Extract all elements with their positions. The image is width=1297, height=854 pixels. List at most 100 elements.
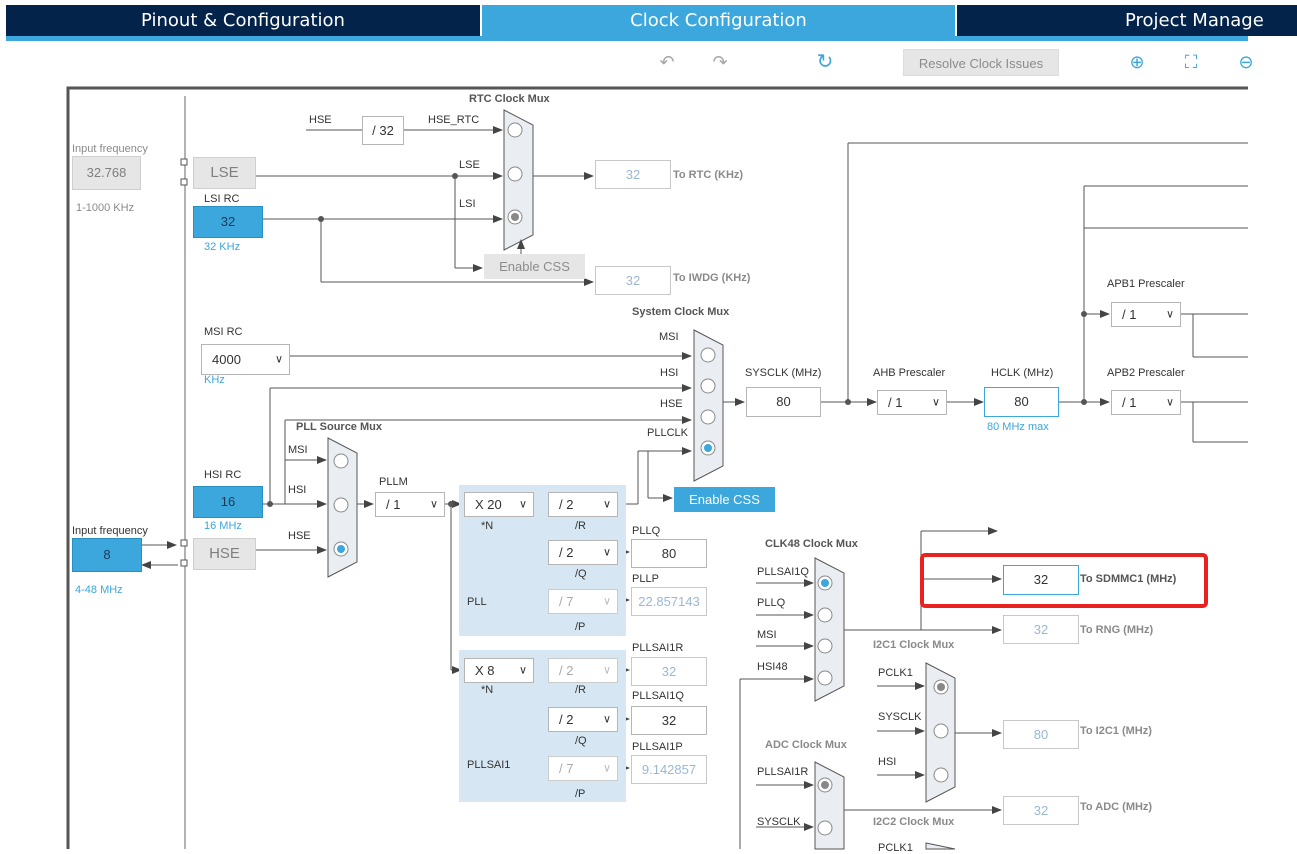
chevron-down-icon: ∨ <box>931 396 940 408</box>
rtc-lse-label: LSE <box>459 159 480 171</box>
pll-p-label: /P <box>575 621 586 633</box>
pll-name-label: PLL <box>467 596 487 608</box>
sysmux-msi-label: MSI <box>659 331 679 343</box>
pll-p-select[interactable]: / 7∨ <box>548 589 618 614</box>
chevron-down-icon: ∨ <box>518 498 527 510</box>
pll-q-label: /Q <box>575 568 587 580</box>
refresh-icon[interactable]: ↻ <box>816 51 834 73</box>
hse-rtc-divider: / 32 <box>362 116 404 145</box>
pllsai1r-field: 32 <box>631 657 707 686</box>
pllsai1-r-select[interactable]: / 2∨ <box>548 658 618 683</box>
pllp-label: PLLP <box>632 573 659 585</box>
pllm-label: PLLM <box>379 476 408 488</box>
apb2-prescaler-label: APB2 Prescaler <box>1107 367 1185 379</box>
pllsai1-r-label: /R <box>575 684 586 696</box>
tab-underline <box>6 36 1248 41</box>
zoom-in-icon[interactable]: ⊕ <box>1129 52 1145 72</box>
lsi-rc-label: LSI RC <box>204 193 240 205</box>
clk48-clock-mux-title: CLK48 Clock Mux <box>765 538 858 550</box>
pll-q-select[interactable]: / 2∨ <box>548 540 618 565</box>
msi-rc-select[interactable]: 4000 ∨ <box>201 344 290 375</box>
pllq-label: PLLQ <box>632 525 661 537</box>
pll-n-label: *N <box>481 520 494 532</box>
rtc-output-field: 32 <box>595 160 671 189</box>
pll-r-label: /R <box>575 520 586 532</box>
lsi-rc-unit: 32 KHz <box>204 241 241 253</box>
lse-range-label: 1-1000 KHz <box>76 202 135 214</box>
sysmux-hsi-label: HSI <box>660 367 679 379</box>
pllsai1-q-select[interactable]: / 2∨ <box>548 707 618 732</box>
sdmmc1-output-field[interactable]: 32 <box>1003 565 1079 595</box>
hsi-rc-label: HSI RC <box>204 469 242 481</box>
tab-bar: Pinout & Configuration Clock Configurati… <box>0 0 1297 42</box>
pllsrc-hsi-label: HSI <box>288 484 307 496</box>
sysclk-label: SYSCLK (MHz) <box>745 367 822 379</box>
undo-icon[interactable]: ↶ <box>659 52 675 72</box>
chevron-down-icon: ∨ <box>518 664 527 676</box>
adc-clock-mux-title: ADC Clock Mux <box>765 739 847 751</box>
clk48-pllsai1q-label: PLLSAI1Q <box>757 566 809 578</box>
ahb-prescaler-value: / 1 <box>888 395 903 410</box>
pll-r-value: / 2 <box>559 497 574 512</box>
to-iwdg-label: To IWDG (KHz) <box>673 272 751 284</box>
sys-enable-css-button[interactable]: Enable CSS <box>674 487 775 512</box>
pllsai1q-field: 32 <box>631 706 707 735</box>
rtc-enable-css-button[interactable]: Enable CSS <box>484 254 585 279</box>
pll-n-value: X 20 <box>475 497 502 512</box>
pllsai1-n-label: *N <box>481 684 494 696</box>
pllsai1-p-select[interactable]: / 7∨ <box>548 756 618 781</box>
ahb-prescaler-select[interactable]: / 1 ∨ <box>877 390 947 415</box>
pllsrc-hse-label: HSE <box>288 530 311 542</box>
i2c1-output-field: 80 <box>1003 720 1079 749</box>
hse-input-frequency-field[interactable]: 8 <box>72 538 142 572</box>
fit-icon[interactable]: ⛶ <box>1184 52 1198 72</box>
pll-p-value: / 7 <box>559 594 574 609</box>
tab-clock-configuration[interactable]: Clock Configuration <box>482 5 955 36</box>
rtc-hse-label: HSE <box>309 114 332 126</box>
tab-pinout[interactable]: Pinout & Configuration <box>6 5 480 36</box>
tab-project-manager[interactable]: Project Manage <box>957 5 1297 36</box>
pllsai1-q-value: / 2 <box>559 712 574 727</box>
pll-n-select[interactable]: X 20 ∨ <box>464 492 534 517</box>
lsi-rc-block: 32 <box>193 206 263 238</box>
i2c2-clock-mux-title: I2C2 Clock Mux <box>873 816 955 828</box>
resolve-clock-issues-button[interactable]: Resolve Clock Issues <box>903 49 1059 76</box>
lse-input-frequency-field[interactable]: 32.768 <box>72 156 141 190</box>
pllsai1p-field: 9.142857 <box>631 755 707 784</box>
lse-block[interactable]: LSE <box>193 157 256 189</box>
apb1-prescaler-select[interactable]: / 1∨ <box>1111 302 1181 327</box>
pllsai1p-label: PLLSAI1P <box>632 741 683 753</box>
pllsai1-r-value: / 2 <box>559 663 574 678</box>
pllsai1r-label: PLLSAI1R <box>632 642 684 654</box>
clk48-pllq-label: PLLQ <box>757 597 786 609</box>
pllsrc-msi-label: MSI <box>288 444 308 456</box>
hse-block[interactable]: HSE <box>193 538 256 570</box>
hclk-label: HCLK (MHz) <box>991 367 1054 379</box>
lse-input-frequency-label: Input frequency <box>72 143 148 155</box>
i2c1-clock-mux-title: I2C1 Clock Mux <box>873 639 955 651</box>
apb2-prescaler-select[interactable]: / 1∨ <box>1111 390 1181 415</box>
pll-r-select[interactable]: / 2∨ <box>548 492 618 517</box>
adc-pllsai1r-label: PLLSAI1R <box>757 766 809 778</box>
msi-rc-value: 4000 <box>212 352 241 367</box>
rtc-clock-mux-title: RTC Clock Mux <box>469 93 550 105</box>
pllm-value: / 1 <box>386 497 401 512</box>
chevron-down-icon: ∨ <box>274 353 283 365</box>
apb2-prescaler-value: / 1 <box>1122 395 1137 410</box>
zoom-out-icon[interactable]: ⊖ <box>1238 52 1254 72</box>
clock-tree-diagram <box>66 86 1248 850</box>
hse-input-frequency-label: Input frequency <box>72 525 148 537</box>
pllm-select[interactable]: / 1∨ <box>375 492 445 517</box>
redo-icon[interactable]: ↷ <box>712 52 728 72</box>
apb1-prescaler-value: / 1 <box>1122 307 1137 322</box>
pllsai1-name-label: PLLSAI1 <box>467 759 511 771</box>
rtc-lsi-label: LSI <box>459 198 476 210</box>
ahb-prescaler-label: AHB Prescaler <box>873 367 946 379</box>
pllp-field: 22.857143 <box>631 587 707 616</box>
i2c1-hsi-label: HSI <box>878 756 897 768</box>
hclk-field[interactable]: 80 <box>984 387 1059 417</box>
pllsai1-n-select[interactable]: X 8∨ <box>464 658 534 683</box>
i2c1-pclk1-label: PCLK1 <box>878 667 913 679</box>
adc-sysclk-label: SYSCLK <box>757 816 801 828</box>
rng-output-field: 32 <box>1003 615 1079 644</box>
